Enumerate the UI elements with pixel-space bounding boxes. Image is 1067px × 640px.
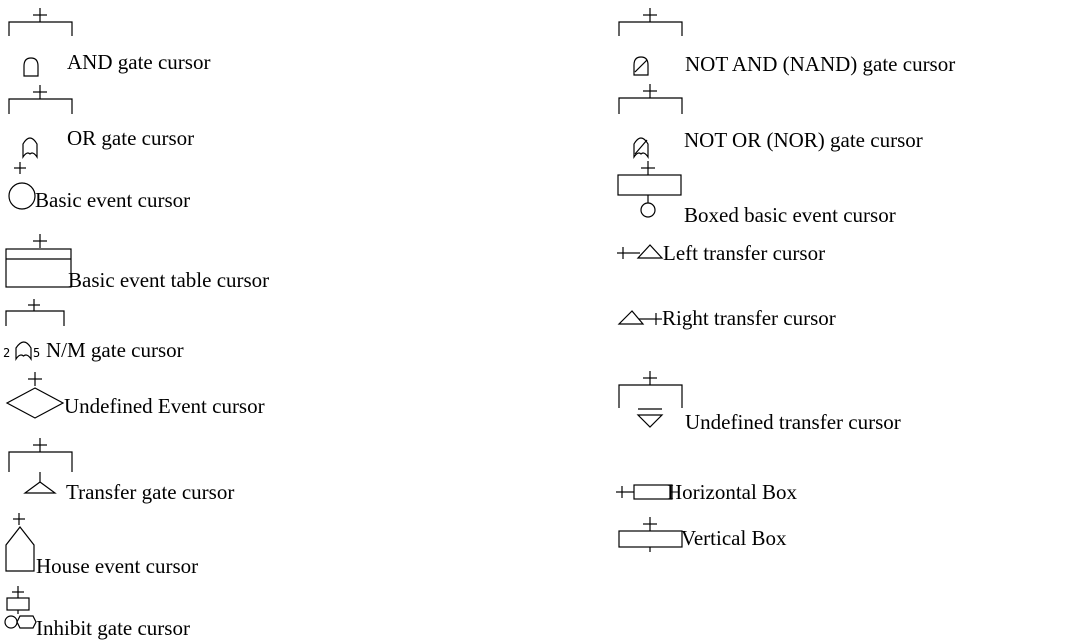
horizontal-box-cursor-icon (616, 484, 673, 500)
transfer-gate-cursor-item: Transfer gate cursor (0, 432, 380, 510)
transfer-gate-cursor-icon (8, 438, 73, 494)
undefined-event-cursor-icon (5, 372, 65, 419)
house-event-cursor-item: House event cursor (0, 510, 360, 584)
nor-gate-cursor-label: NOT OR (NOR) gate cursor (684, 128, 923, 152)
basic-event-cursor-icon (8, 162, 36, 210)
undefined-event-cursor-label: Undefined Event cursor (64, 394, 265, 418)
undefined-transfer-cursor-icon (618, 371, 683, 428)
nm-gate-cursor-item: 2 5 N/M gate cursor (0, 296, 360, 366)
boxed-basic-event-cursor-item: Boxed basic event cursor (610, 158, 1067, 234)
nm-gate-m-digit: 5 (33, 346, 40, 360)
horizontal-box-cursor-label: Horizontal Box (667, 480, 798, 504)
undefined-transfer-cursor-label: Undefined transfer cursor (685, 410, 901, 434)
inhibit-gate-cursor-item: Inhibit gate cursor (0, 580, 360, 640)
and-gate-cursor-item: AND gate cursor (0, 0, 360, 80)
or-gate-cursor-label: OR gate cursor (67, 126, 195, 150)
nm-gate-n-digit: 2 (3, 346, 10, 360)
basic-event-table-cursor-icon (5, 234, 72, 288)
right-transfer-cursor-label: Right transfer cursor (662, 306, 836, 330)
undefined-event-cursor-item: Undefined Event cursor (0, 366, 380, 432)
vertical-box-cursor-icon (618, 517, 683, 552)
boxed-basic-event-cursor-icon (617, 161, 682, 218)
vertical-box-cursor-label: Vertical Box (681, 526, 787, 550)
left-transfer-cursor-icon (617, 244, 664, 259)
nor-gate-cursor-item: NOT OR (NOR) gate cursor (610, 80, 1067, 160)
and-gate-cursor-label: AND gate cursor (67, 50, 211, 74)
house-event-cursor-icon (5, 513, 35, 572)
inhibit-gate-cursor-icon (4, 586, 37, 629)
basic-event-table-cursor-label: Basic event table cursor (68, 268, 270, 292)
left-transfer-cursor-label: Left transfer cursor (663, 241, 826, 265)
inhibit-gate-cursor-label: Inhibit gate cursor (36, 616, 190, 640)
horizontal-box-cursor-item: Horizontal Box (610, 478, 1067, 518)
basic-event-cursor-label: Basic event cursor (35, 188, 191, 212)
nm-gate-cursor-icon: 2 5 (3, 299, 65, 361)
right-transfer-cursor-item: Right transfer cursor (610, 302, 1067, 342)
nand-gate-cursor-icon (618, 8, 683, 76)
or-gate-cursor-icon (8, 85, 73, 159)
nor-gate-cursor-icon (618, 84, 683, 159)
vertical-box-cursor-item: Vertical Box (610, 512, 1067, 572)
undefined-transfer-cursor-item: Undefined transfer cursor (610, 364, 1067, 444)
right-transfer-cursor-icon (617, 310, 662, 325)
nm-gate-cursor-label: N/M gate cursor (46, 338, 184, 362)
and-gate-cursor-icon (8, 8, 73, 77)
basic-event-table-cursor-item: Basic event table cursor (0, 228, 360, 298)
nand-gate-cursor-label: NOT AND (NAND) gate cursor (685, 52, 956, 76)
nand-gate-cursor-item: NOT AND (NAND) gate cursor (610, 0, 1067, 80)
house-event-cursor-label: House event cursor (36, 554, 199, 578)
boxed-basic-event-cursor-label: Boxed basic event cursor (684, 203, 896, 227)
transfer-gate-cursor-label: Transfer gate cursor (66, 480, 235, 504)
left-transfer-cursor-item: Left transfer cursor (610, 238, 1067, 278)
or-gate-cursor-item: OR gate cursor (0, 80, 360, 160)
basic-event-cursor-item: Basic event cursor (0, 156, 360, 228)
